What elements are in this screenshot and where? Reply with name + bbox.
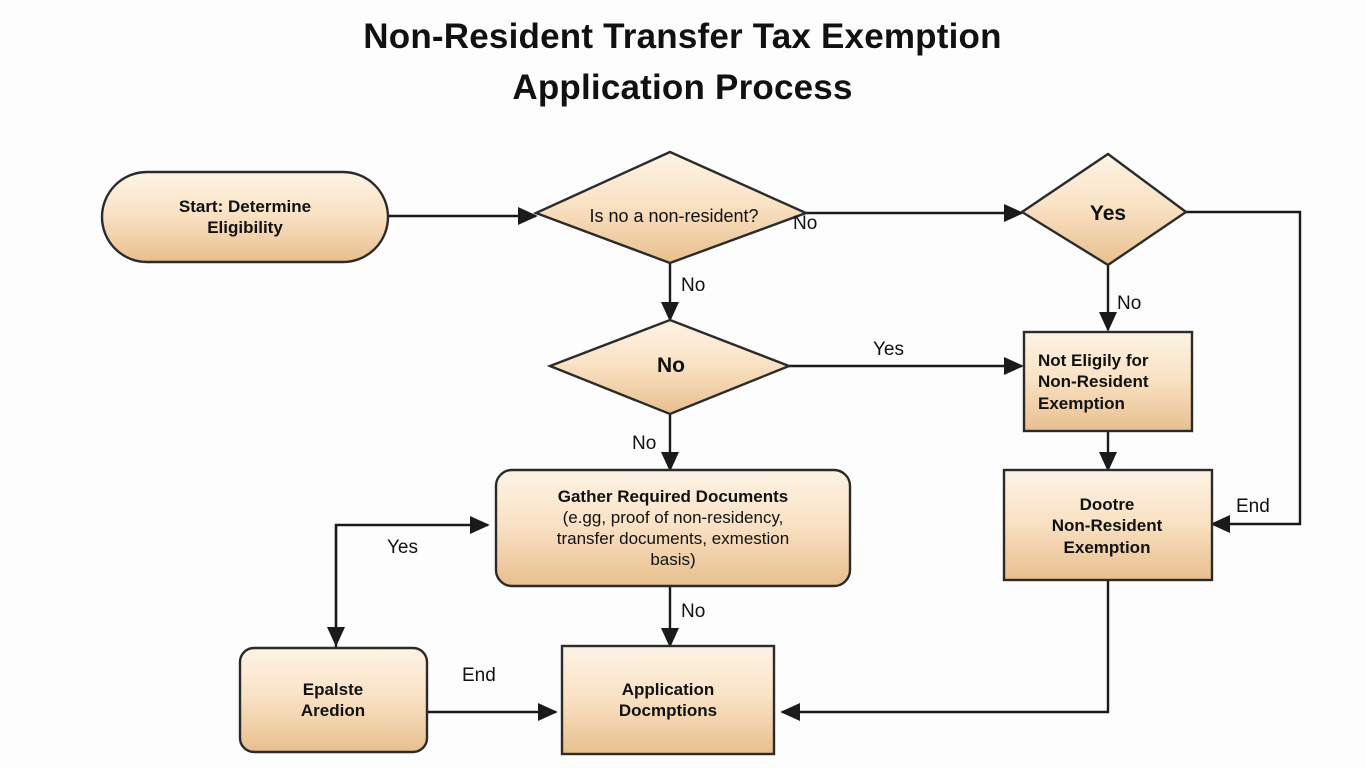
page-title: Non-Resident Transfer Tax Exemption Appl… <box>0 12 1365 114</box>
edge-dootre-to-appdoc <box>780 580 1110 721</box>
node-appdoc-shape[interactable] <box>560 644 776 756</box>
node-dootre-shape[interactable] <box>1002 468 1214 582</box>
edge-group <box>327 204 1302 721</box>
page-title-line-2: Application Process <box>512 67 853 107</box>
node-yesdiamond-shape[interactable] <box>1019 152 1189 267</box>
node-shape-group <box>100 150 1214 756</box>
node-start-shape[interactable] <box>100 170 390 264</box>
node-epalste-shape[interactable] <box>238 646 429 754</box>
node-noteligily-shape[interactable] <box>1022 330 1194 433</box>
node-gather-shape[interactable] <box>494 468 852 588</box>
node-dec1-shape[interactable] <box>532 150 810 265</box>
page-title-line-1: Non-Resident Transfer Tax Exemption <box>363 17 1002 56</box>
edge-yesdiamond-to-dootre <box>1186 210 1302 533</box>
node-dec2-shape[interactable] <box>546 318 793 416</box>
